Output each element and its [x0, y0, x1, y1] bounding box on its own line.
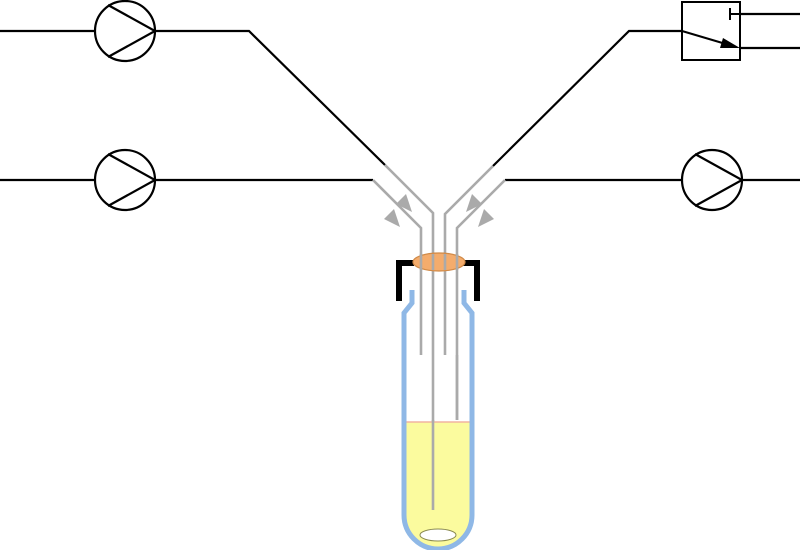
- stopper: [412, 252, 466, 272]
- flow-arrows: [384, 194, 494, 227]
- top-right-line: [492, 12, 800, 167]
- capillaries-through-stopper: [419, 254, 459, 270]
- tube-cap: [396, 260, 480, 301]
- capillaries-in-liquid: [431, 355, 459, 510]
- pump-icon: [93, 148, 158, 212]
- tube-wall: [401, 290, 475, 550]
- bottom-bubble: [419, 528, 457, 542]
- pump-icon: [93, 0, 158, 63]
- three-way-valve-icon: [681, 1, 741, 61]
- top-left-feed-line: [0, 29, 386, 166]
- pump-icon: [680, 148, 745, 212]
- liquid: [404, 422, 472, 549]
- test-tube-icon: [401, 290, 475, 550]
